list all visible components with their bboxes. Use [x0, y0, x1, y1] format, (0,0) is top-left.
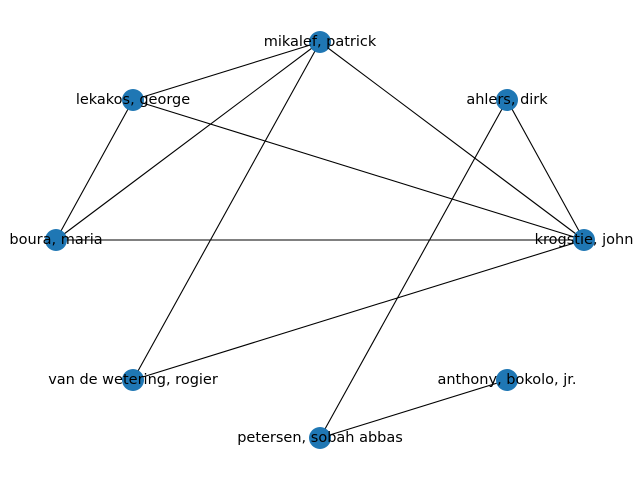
node-label: ahlers, dirk	[466, 92, 548, 108]
node-dot	[122, 369, 144, 391]
node-label: van de wetering, rogier	[48, 372, 218, 388]
node-anthony: anthony, bokolo, jr.	[437, 369, 577, 391]
edge-mikalef-lekakos	[132, 41, 321, 101]
edge-krogstie-vandewetering	[132, 239, 585, 381]
node-vandewetering: van de wetering, rogier	[48, 369, 218, 391]
node-mikalef: mikalef, patrick	[264, 31, 377, 53]
node-boura: boura, maria	[9, 229, 103, 251]
node-label: petersen, sobah abbas	[237, 430, 403, 446]
edge-lekakos-krogstie	[132, 99, 585, 241]
node-label: lekakos, george	[76, 92, 190, 108]
edge-ahlers-petersen	[319, 99, 508, 439]
edge-petersen-anthony	[319, 379, 508, 439]
node-dot	[122, 89, 144, 111]
node-dot	[309, 427, 331, 449]
node-dot	[309, 31, 331, 53]
node-dot	[45, 229, 67, 251]
node-label: anthony, bokolo, jr.	[437, 372, 576, 388]
node-dot	[573, 229, 595, 251]
node-dot	[496, 369, 518, 391]
edge-ahlers-krogstie	[506, 99, 585, 241]
node-label: boura, maria	[9, 232, 102, 248]
node-label: mikalef, patrick	[264, 34, 377, 50]
edge-mikalef-boura	[55, 41, 321, 241]
node-lekakos: lekakos, george	[76, 89, 190, 111]
edges-layer	[55, 41, 585, 439]
node-petersen: petersen, sobah abbas	[237, 427, 403, 449]
nodes-layer: mikalef, patrick lekakos, george ahlers, d…	[9, 31, 633, 449]
node-label: krogstie, john	[535, 232, 634, 248]
edge-lekakos-boura	[55, 99, 134, 241]
edge-mikalef-vandewetering	[132, 41, 321, 381]
edge-mikalef-krogstie	[319, 41, 585, 241]
node-ahlers: ahlers, dirk	[466, 89, 548, 111]
node-krogstie: krogstie, john	[535, 229, 634, 251]
node-dot	[496, 89, 518, 111]
